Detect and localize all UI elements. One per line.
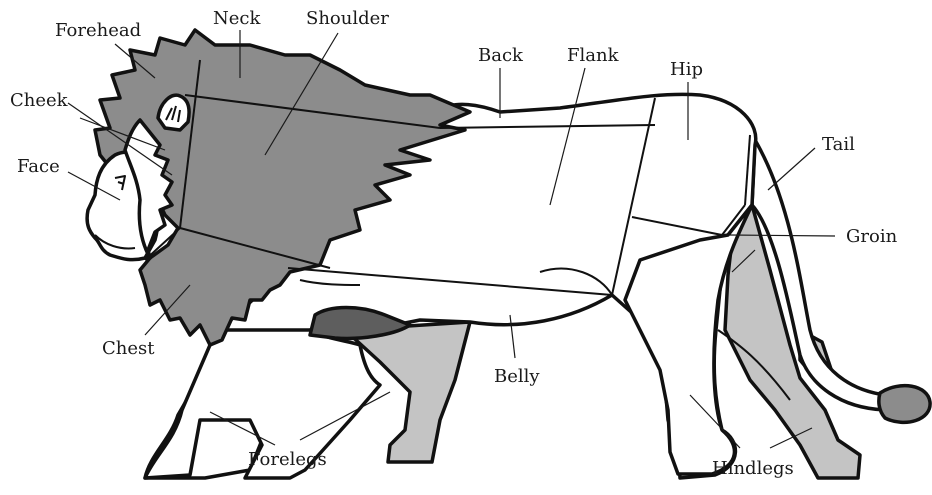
label-forehead: Forehead (55, 20, 141, 41)
label-chest: Chest (102, 338, 155, 359)
label-back: Back (478, 45, 524, 66)
label-shoulder: Shoulder (306, 8, 389, 29)
label-groin: Groin (846, 226, 898, 247)
label-hindlegs: Hindlegs (712, 458, 794, 479)
label-cheek: Cheek (10, 90, 69, 111)
label-hip: Hip (670, 59, 703, 80)
label-tail: Tail (822, 134, 855, 155)
tail-tuft (879, 386, 930, 423)
leader-tail (768, 148, 815, 190)
label-forelegs: Forelegs (248, 449, 327, 470)
label-belly: Belly (494, 366, 540, 387)
label-neck: Neck (213, 8, 261, 29)
label-face: Face (17, 156, 60, 177)
label-flank: Flank (567, 45, 620, 66)
